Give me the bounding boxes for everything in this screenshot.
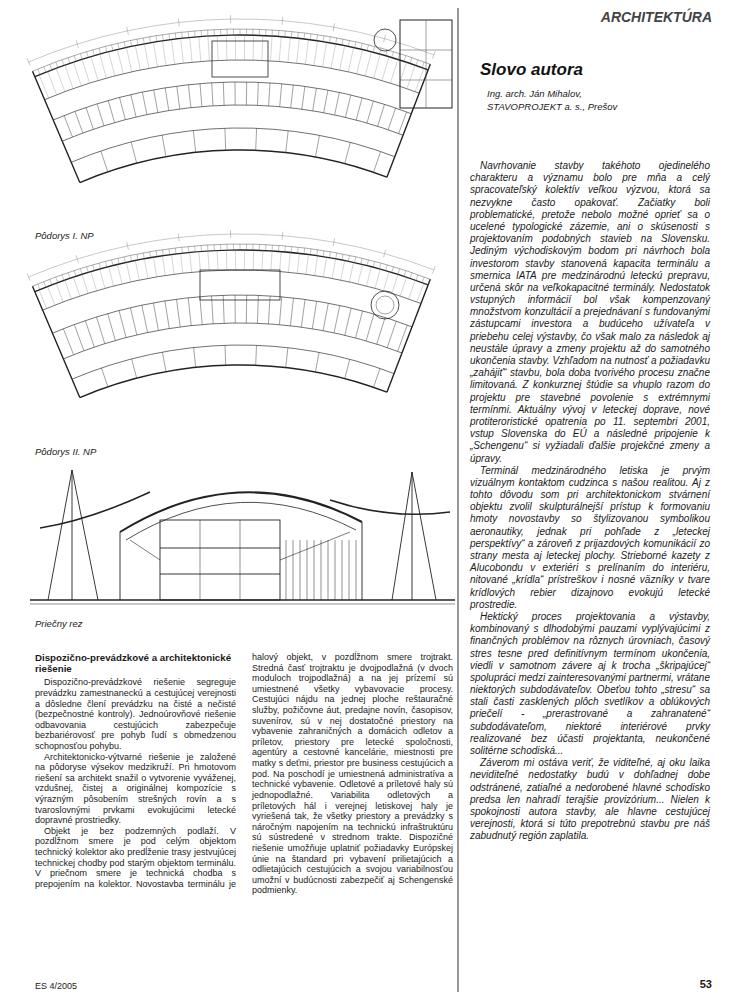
figure-caption: Pôdorys I. NP: [35, 230, 94, 241]
outer-wall: [33, 244, 431, 286]
text-column: Navrhovanie stavby takéhoto ojedinelého …: [470, 160, 710, 843]
author-line: Ing. arch. Ján Mihalov,: [487, 88, 582, 99]
canopy-wing: [40, 492, 150, 528]
outer-wall: [35, 35, 428, 77]
floor-slab: [160, 574, 280, 575]
stair-circle: [374, 29, 396, 51]
corridor-wall: [62, 105, 403, 141]
figure-caption: Pôdorys II. NP: [35, 446, 96, 457]
dimension-tick: [178, 19, 180, 27]
dimension-tick: [432, 266, 435, 274]
ground-line: [30, 604, 455, 605]
glazing-bar: [307, 540, 308, 600]
annex-rooms: [400, 20, 452, 108]
glazing-bar: [321, 540, 322, 600]
mast: [48, 470, 98, 600]
inner-wall: [80, 365, 387, 398]
dimension-tick: [230, 15, 231, 23]
figure-caption: Priečny rez: [35, 618, 83, 629]
glazing-bar: [293, 540, 294, 600]
dimension-tick: [333, 23, 334, 31]
dimension-tick: [333, 238, 334, 246]
glazing-hatch: [286, 540, 356, 600]
hall-grid: [39, 250, 424, 308]
section-heading: Dispozično-prevádzkové a architektonické…: [35, 652, 236, 674]
building-core: [160, 520, 280, 600]
facade: [120, 522, 362, 600]
column: [200, 520, 201, 600]
author-line: STAVOPROJEKT a. s., Prešov: [487, 101, 617, 112]
body-paragraph: Záverom mi ostáva veriť, že viditeľné, a…: [470, 757, 710, 842]
glazing-bar: [286, 540, 287, 600]
canopy-wing: [330, 500, 450, 514]
partition-walls: [64, 82, 407, 172]
dimension-tick: [76, 40, 78, 48]
corridor-wall: [43, 270, 421, 310]
dimension-tick: [76, 255, 78, 263]
roof-curve: [120, 492, 362, 532]
annex-block: [400, 20, 452, 108]
entrance-block: [212, 41, 268, 77]
floor-slab: [160, 548, 280, 549]
dimension-tick: [432, 51, 435, 59]
article-title: Slovo autora: [480, 60, 583, 80]
dimension-tick: [230, 230, 231, 238]
hall-grid: [39, 35, 424, 98]
stair-circle: [371, 291, 399, 319]
mast: [72, 470, 73, 600]
glazing-bar: [300, 540, 301, 600]
glazing-bar: [349, 540, 350, 600]
column-rule: [458, 8, 459, 992]
glazing-bar: [314, 540, 315, 600]
dimension-tick: [127, 27, 129, 35]
section-header: ARCHITEKTÚRA: [540, 9, 712, 25]
dimension-tick: [127, 242, 129, 250]
stair-circle: [376, 296, 394, 314]
text-column: Dispozično-prevádzkové a architektonické…: [35, 652, 453, 896]
issue-number: ES 4/2005: [35, 981, 77, 991]
floor-plan-1: [27, 15, 452, 183]
partition-walls: [63, 295, 407, 387]
dimension-tick: [27, 58, 30, 65]
dimension-tick: [384, 250, 386, 258]
glazing-bar: [335, 540, 336, 600]
outer-wall: [35, 250, 428, 292]
truss: [130, 532, 350, 560]
office-block: [200, 270, 280, 300]
inner-wall: [80, 150, 387, 183]
corridor-wall: [63, 323, 402, 359]
body-paragraph: Hektický proces projektovania a výstavby…: [470, 611, 710, 757]
roof-curve: [126, 502, 356, 540]
body-paragraph: Dispozično-prevádzkové riešenie segreguj…: [35, 677, 236, 751]
cross-section: [30, 470, 455, 604]
dimension-tick: [282, 17, 284, 25]
mast: [392, 472, 436, 600]
glazing-bar: [356, 540, 357, 600]
page-number: 53: [690, 978, 712, 990]
column: [240, 520, 241, 600]
dimension-tick: [27, 273, 30, 280]
dimension-tick: [384, 35, 386, 43]
body-paragraph: Terminál medzinárodného letiska je prvým…: [470, 465, 710, 611]
body-paragraph: Navrhovanie stavby takéhoto ojedinelého …: [470, 160, 710, 465]
outer-wall: [33, 29, 431, 71]
body-paragraph: Architektonicko-výtvarné riešenie je zal…: [35, 752, 236, 826]
floor-plan-2: [27, 230, 435, 398]
end-wall: [33, 279, 431, 397]
corridor-wall: [45, 60, 420, 100]
dimension-tick: [282, 232, 284, 240]
dimension-line: [29, 19, 434, 62]
mast: [412, 472, 413, 600]
glazing-bar: [342, 540, 343, 600]
dimension-tick: [178, 234, 180, 242]
glazing-bar: [328, 540, 329, 600]
